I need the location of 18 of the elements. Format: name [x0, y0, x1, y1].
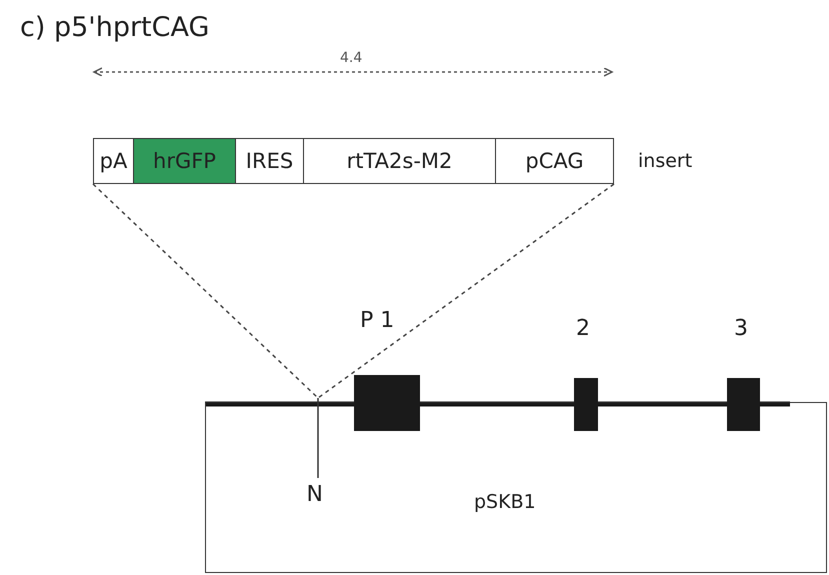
- exon-label: P 1: [360, 308, 394, 333]
- exon-box: [354, 375, 420, 431]
- connector-line: [92, 183, 319, 399]
- site-label: N: [306, 482, 323, 506]
- dimension-label: 4.4: [340, 50, 362, 66]
- exon-label: 3: [734, 316, 748, 341]
- exon-box: [727, 378, 760, 431]
- insert-segment: rtTA2s-M2: [303, 138, 496, 184]
- insert-segment: IRES: [235, 138, 304, 184]
- insert-segment: hrGFP: [133, 138, 236, 184]
- insert-label: insert: [638, 150, 692, 172]
- vector-name: pSKB1: [474, 491, 536, 513]
- title: c) p5'hprtCAG: [20, 12, 210, 43]
- exon-box: [574, 378, 598, 431]
- insert-segment: pCAG: [495, 138, 614, 184]
- insert-segment: pA: [93, 138, 134, 184]
- connector-line: [318, 183, 614, 399]
- exon-label: 2: [576, 316, 590, 341]
